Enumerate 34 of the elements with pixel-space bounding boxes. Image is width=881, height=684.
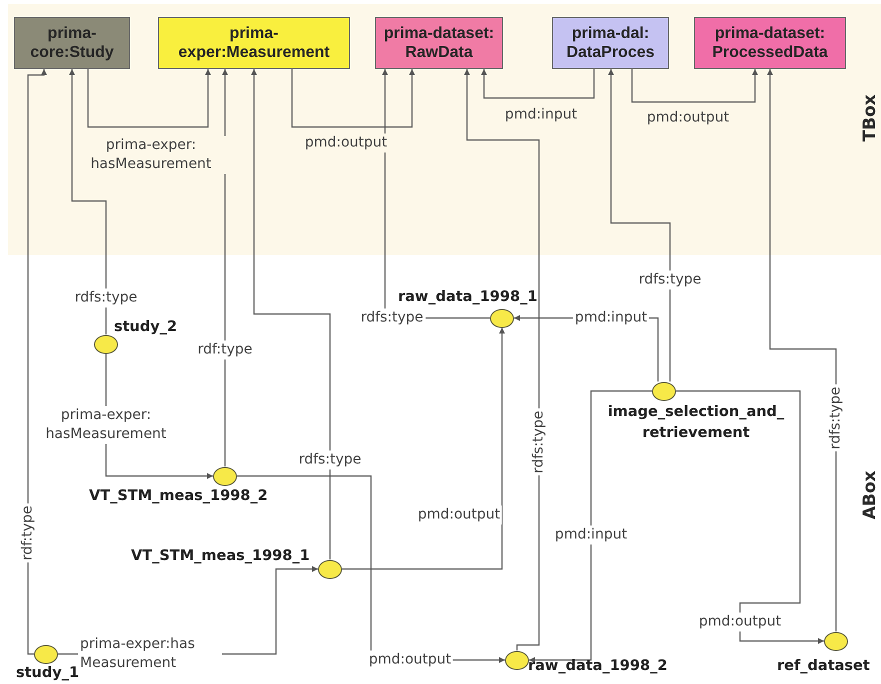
node-label: ref_dataset (777, 657, 870, 676)
edge-label: rdf:type (18, 504, 38, 562)
arrow (342, 328, 505, 570)
arrow (767, 69, 837, 632)
edge-label: rdf:type (196, 340, 254, 360)
arrow (27, 68, 47, 655)
edge-label: rdfs:type (826, 384, 846, 452)
node-label: VT_STM_meas_1998_2 (89, 487, 268, 506)
edge-label: pmd:input (572, 308, 650, 328)
edge-label: rdfs:type (530, 408, 548, 476)
arrow (481, 69, 595, 99)
node-label: study_1 (16, 664, 80, 683)
arrow (676, 390, 824, 644)
section-title: ABox (860, 470, 880, 520)
arrow (87, 69, 211, 128)
class-box: prima-dataset: RawData (375, 17, 503, 69)
arrow (529, 390, 652, 663)
class-box: prima-core:Study (14, 17, 130, 69)
node-label: raw_data_1998_1 (398, 288, 538, 307)
node-label: VT_STM_meas_1998_1 (131, 547, 310, 566)
arrow (631, 69, 758, 103)
node-label: raw_data_1998_2 (528, 657, 668, 676)
arrow (251, 69, 331, 560)
class-box: prima-exper:Measurement (158, 17, 350, 69)
arrow (69, 69, 107, 334)
arrow (291, 69, 415, 128)
node-label: image_selection_and_ retrievement (606, 403, 786, 443)
band-title: TBox (860, 94, 880, 142)
arrow (464, 69, 540, 651)
class-box: prima-dal: DataProces (552, 17, 669, 69)
arrow (608, 69, 671, 382)
node-label: study_2 (114, 318, 178, 337)
tbox-band (8, 4, 881, 255)
class-box: prima-dataset: ProcessedData (694, 17, 846, 69)
